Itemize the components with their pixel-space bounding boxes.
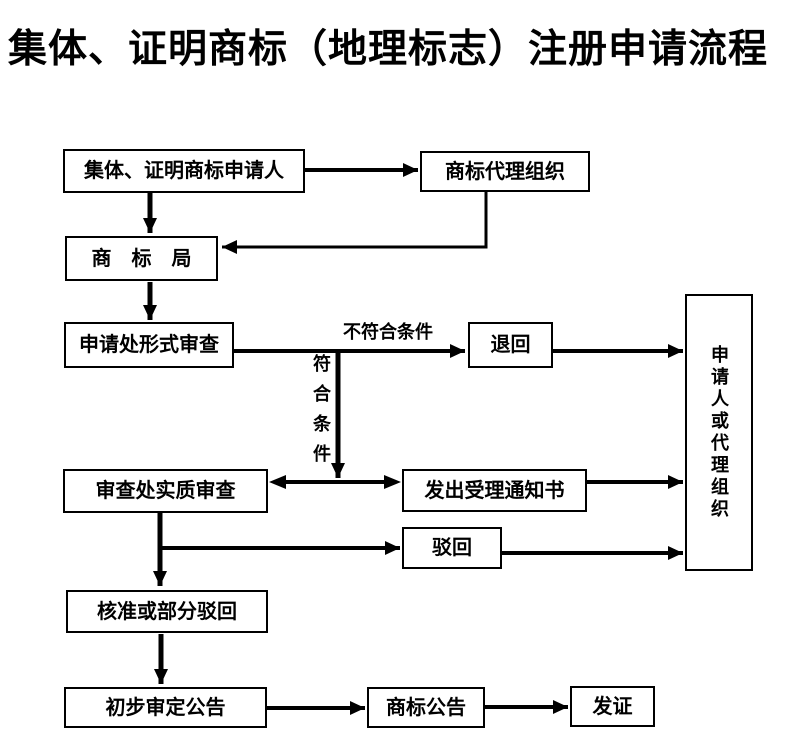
node-return-label: 退回 <box>490 334 531 356</box>
node-rejection: 驳回 <box>402 527 502 569</box>
node-applicant-or-agency: 申请人或代理组织 <box>685 294 753 571</box>
node-trademark-gazette-label: 商标公告 <box>386 696 466 719</box>
node-trademark-gazette: 商标公告 <box>367 687 485 728</box>
edge-label-not-qualified: 不符合条件 <box>343 322 433 342</box>
edge-agency-to-office <box>222 192 488 254</box>
arrowhead-into-substantive <box>269 475 286 489</box>
arrowhead-into-acceptance <box>384 475 401 489</box>
node-approval-or-partial-rejection-label: 核准或部分驳回 <box>97 600 237 623</box>
page-title: 集体、证明商标（地理标志）注册申请流程 <box>8 28 769 71</box>
node-return: 退回 <box>468 322 553 368</box>
node-substantive-exam: 审查处实质审查 <box>63 469 268 513</box>
node-applicant-label: 集体、证明商标申请人 <box>84 160 284 182</box>
node-formality-exam: 申请处形式审查 <box>64 322 234 368</box>
node-trademark-office-label: 商 标 局 <box>91 247 192 270</box>
node-approval-or-partial-rejection: 核准或部分驳回 <box>66 590 268 633</box>
edge-label-qualified: 符合条件 <box>311 354 331 474</box>
node-issue-certificate-label: 发证 <box>592 695 633 718</box>
node-rejection-label: 驳回 <box>432 537 472 559</box>
node-agency: 商标代理组织 <box>420 151 590 192</box>
node-formality-exam-label: 申请处形式审查 <box>79 334 219 356</box>
node-substantive-exam-label: 审查处实质审查 <box>95 480 236 502</box>
node-trademark-office: 商 标 局 <box>65 236 218 281</box>
node-agency-label: 商标代理组织 <box>445 160 565 183</box>
node-preliminary-publication-label: 初步审定公告 <box>105 696 226 719</box>
node-issue-certificate: 发证 <box>570 686 655 727</box>
node-acceptance-notice: 发出受理通知书 <box>402 469 587 512</box>
node-applicant-or-agency-label: 申请人或代理组织 <box>709 344 729 521</box>
node-applicant: 集体、证明商标申请人 <box>63 149 305 193</box>
node-acceptance-notice-label: 发出受理通知书 <box>424 479 565 502</box>
node-preliminary-publication: 初步审定公告 <box>64 687 267 728</box>
